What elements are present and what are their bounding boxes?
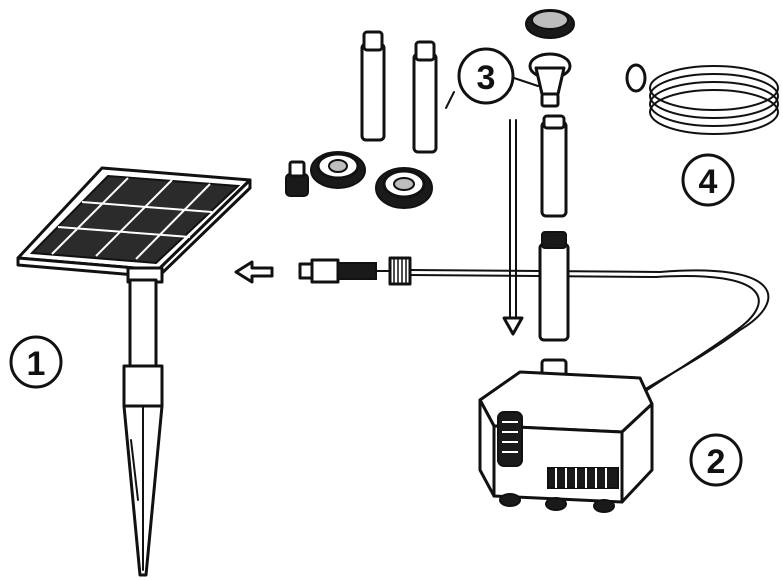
nozzle-disc-2 bbox=[376, 168, 432, 208]
connect-arrow-icon bbox=[236, 262, 272, 282]
plug-tip bbox=[300, 264, 312, 278]
stake-coupler bbox=[124, 366, 162, 406]
nozzle-set: 3 bbox=[286, 10, 574, 340]
label-1: 1 bbox=[11, 337, 61, 387]
stake-pole bbox=[130, 280, 156, 370]
extension-tube-4 bbox=[540, 244, 568, 340]
extension-tube-3 bbox=[542, 122, 566, 216]
label-4: 4 bbox=[683, 155, 733, 205]
extension-tube-1 bbox=[362, 44, 384, 140]
suction-foot bbox=[500, 494, 520, 506]
plug-grip bbox=[338, 263, 376, 279]
label-2: 2 bbox=[691, 435, 741, 485]
label-3-text: 3 bbox=[477, 59, 496, 97]
suction-foot bbox=[594, 500, 614, 512]
label-3: 3 bbox=[446, 49, 538, 108]
hose-end bbox=[627, 65, 645, 91]
water-pump bbox=[480, 360, 652, 512]
nozzle-disc-1 bbox=[311, 152, 365, 188]
plug-body bbox=[312, 260, 338, 282]
solar-panel bbox=[18, 168, 250, 277]
extension-tube-2 bbox=[414, 54, 436, 152]
nozzle-head bbox=[526, 10, 574, 106]
assembly-arrow-icon bbox=[504, 120, 522, 334]
socket-nut bbox=[390, 258, 410, 284]
pump-vents bbox=[548, 468, 618, 488]
label-2-text: 2 bbox=[707, 443, 726, 481]
label-1-text: 1 bbox=[27, 345, 46, 383]
pump-intake-grill bbox=[498, 412, 522, 466]
hose-coil bbox=[627, 65, 778, 134]
label-4-text: 4 bbox=[699, 163, 718, 201]
suction-foot bbox=[546, 498, 566, 510]
